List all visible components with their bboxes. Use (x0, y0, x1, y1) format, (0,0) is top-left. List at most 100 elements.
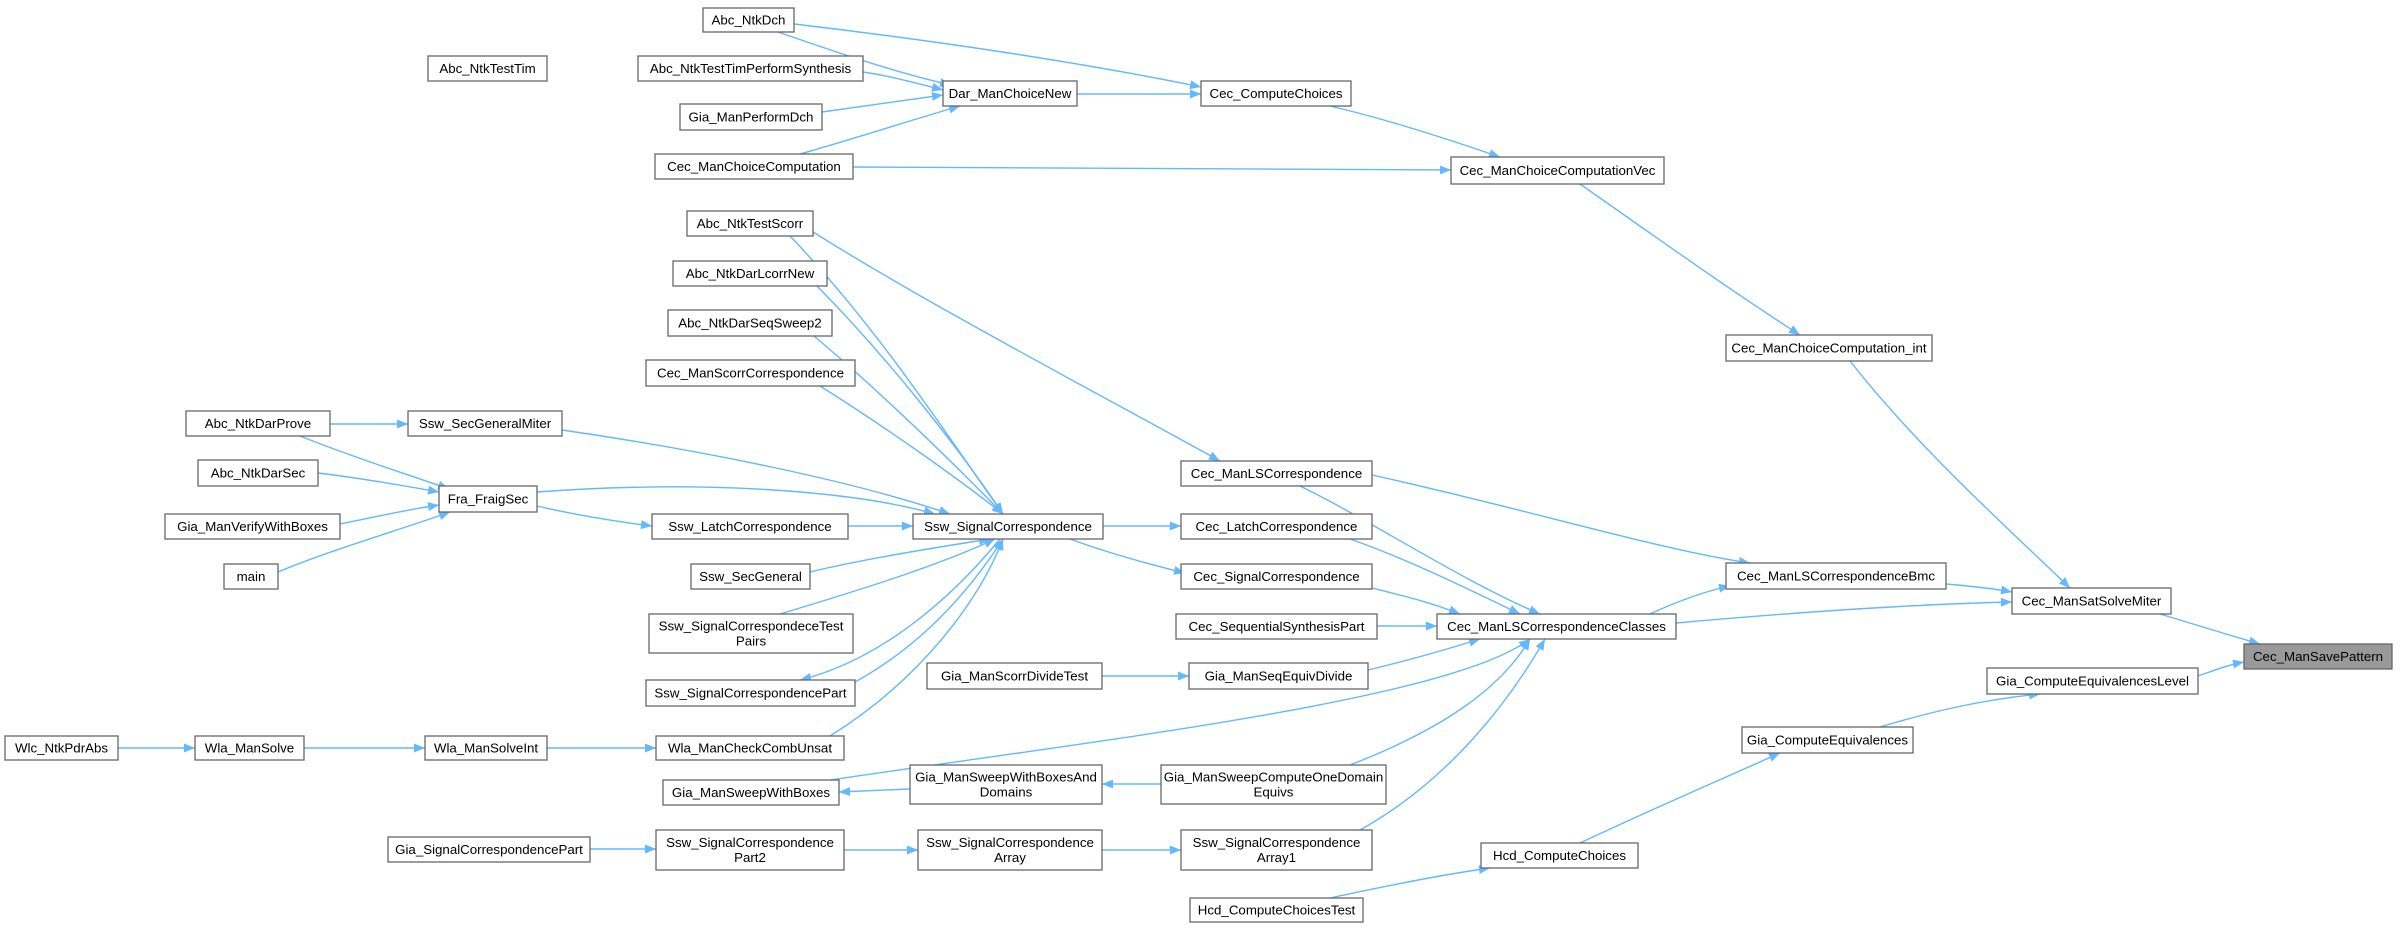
node-box[interactable] (1986, 667, 2199, 695)
graph-node[interactable]: Cec_ManLSCorrespondence (1180, 460, 1373, 487)
node-box[interactable] (1188, 662, 1369, 690)
node-box[interactable] (424, 735, 548, 761)
graph-node[interactable]: Cec_ComputeChoices (1200, 80, 1352, 107)
node-box[interactable] (1175, 613, 1378, 640)
node-box[interactable] (645, 359, 856, 387)
graph-node[interactable]: Abc_NtkTestTim (427, 55, 548, 82)
node-box[interactable] (1160, 764, 1387, 805)
node-box[interactable] (1436, 613, 1677, 640)
graph-node[interactable]: Abc_NtkTestTimPerformSynthesis (637, 55, 864, 82)
graph-node[interactable]: Gia_ManScorrDivideTest (926, 662, 1103, 690)
graph-node[interactable]: Wla_ManSolveInt (424, 735, 548, 761)
graph-node[interactable]: Gia_ManPerformDch (679, 103, 823, 131)
graph-node[interactable]: Hcd_ComputeChoices (1480, 842, 1639, 869)
node-box[interactable] (1480, 842, 1639, 869)
graph-node[interactable]: Abc_NtkDarLcorrNew (672, 260, 828, 287)
node-box[interactable] (1189, 897, 1364, 923)
graph-node[interactable]: main (223, 563, 279, 590)
graph-node[interactable]: Wlc_NtkPdrAbs (4, 735, 119, 761)
node-box[interactable] (662, 779, 840, 806)
node-label: Abc_NtkDarLcorrNew (686, 266, 815, 281)
node-box[interactable] (637, 55, 864, 82)
node-box[interactable] (197, 459, 319, 487)
graph-node[interactable]: Wla_ManSolve (194, 735, 305, 761)
graph-node[interactable]: Cec_ManChoiceComputationVec (1450, 156, 1665, 185)
graph-node[interactable]: Abc_NtkTestScorr (686, 210, 814, 237)
graph-node[interactable]: Ssw_SignalCorrespondencePart (645, 679, 856, 707)
node-box[interactable] (690, 563, 811, 590)
node-box[interactable] (926, 662, 1103, 690)
node-box[interactable] (2011, 587, 2172, 615)
graph-node[interactable]: Cec_SignalCorrespondence (1180, 563, 1373, 590)
node-box[interactable] (655, 829, 845, 871)
node-box[interactable] (1741, 726, 1914, 754)
graph-node[interactable]: Fra_FraigSec (438, 485, 538, 513)
node-box[interactable] (651, 513, 849, 540)
node-box[interactable] (672, 260, 828, 287)
graph-node[interactable]: Ssw_SecGeneralMiter (407, 410, 563, 437)
node-box[interactable] (1725, 562, 1947, 590)
graph-node[interactable]: Cec_ManLSCorrespondenceClasses (1436, 613, 1677, 640)
node-label: Equivs (1254, 785, 1294, 800)
current-node-box[interactable] (2243, 643, 2393, 670)
node-box[interactable] (648, 613, 854, 654)
graph-node[interactable]: Abc_NtkDarProve (185, 410, 331, 437)
node-box[interactable] (667, 309, 833, 337)
node-box[interactable] (702, 7, 795, 33)
graph-node[interactable]: Cec_ManSatSolveMiter (2011, 587, 2172, 615)
node-box[interactable] (164, 513, 341, 540)
graph-node[interactable]: Gia_ComputeEquivalencesLevel (1986, 667, 2199, 695)
node-box[interactable] (942, 80, 1078, 107)
node-box[interactable] (1180, 829, 1373, 871)
graph-node[interactable]: Ssw_LatchCorrespondence (651, 513, 849, 540)
graph-node[interactable]: Ssw_SecGeneral (690, 563, 811, 590)
node-box[interactable] (194, 735, 305, 761)
node-box[interactable] (1180, 563, 1373, 590)
node-box[interactable] (917, 829, 1103, 871)
graph-node[interactable]: Dar_ManChoiceNew (942, 80, 1078, 107)
node-box[interactable] (655, 735, 845, 761)
node-box[interactable] (912, 513, 1104, 540)
node-box[interactable] (1200, 80, 1352, 107)
graph-node[interactable]: Cec_ManChoiceComputation (654, 153, 854, 180)
graph-node[interactable]: Cec_ManChoiceComputation_int (1725, 334, 1933, 362)
graph-node[interactable]: Gia_ComputeEquivalences (1741, 726, 1914, 754)
graph-node[interactable]: Ssw_SignalCorrespondence (912, 513, 1104, 540)
node-box[interactable] (645, 679, 856, 707)
graph-node[interactable]: Cec_ManScorrCorrespondence (645, 359, 856, 387)
node-box[interactable] (438, 485, 538, 513)
node-box[interactable] (427, 55, 548, 82)
node-box[interactable] (909, 764, 1103, 805)
node-box[interactable] (654, 153, 854, 180)
graph-node[interactable]: Gia_SignalCorrespondencePart (387, 836, 591, 863)
graph-node[interactable]: Abc_NtkDarSec (197, 459, 319, 487)
graph-node[interactable]: Cec_ManSavePattern (2243, 643, 2393, 670)
node-box[interactable] (185, 410, 331, 437)
node-box[interactable] (387, 836, 591, 863)
node-box[interactable] (1180, 460, 1373, 487)
node-box[interactable] (1180, 513, 1373, 540)
graph-node[interactable]: Wla_ManCheckCombUnsat (655, 735, 845, 761)
node-box[interactable] (1725, 334, 1933, 362)
graph-node[interactable]: Gia_ManSweepWithBoxes (662, 779, 840, 806)
node-box[interactable] (679, 103, 823, 131)
node-box[interactable] (1450, 156, 1665, 185)
graph-node[interactable]: Gia_ManVerifyWithBoxes (164, 513, 341, 540)
node-box[interactable] (407, 410, 563, 437)
node-box[interactable] (223, 563, 279, 590)
graph-node[interactable]: Hcd_ComputeChoicesTest (1189, 897, 1364, 923)
graph-node[interactable]: Abc_NtkDarSeqSweep2 (667, 309, 833, 337)
graph-node[interactable]: Cec_SequentialSynthesisPart (1175, 613, 1378, 640)
graph-node[interactable]: Cec_LatchCorrespondence (1180, 513, 1373, 540)
node-box[interactable] (686, 210, 814, 237)
graph-node[interactable]: Gia_ManSeqEquivDivide (1188, 662, 1369, 690)
graph-node[interactable]: Abc_NtkDch (702, 7, 795, 33)
graph-node[interactable]: Cec_ManLSCorrespondenceBmc (1725, 562, 1947, 590)
node-box[interactable] (4, 735, 119, 761)
